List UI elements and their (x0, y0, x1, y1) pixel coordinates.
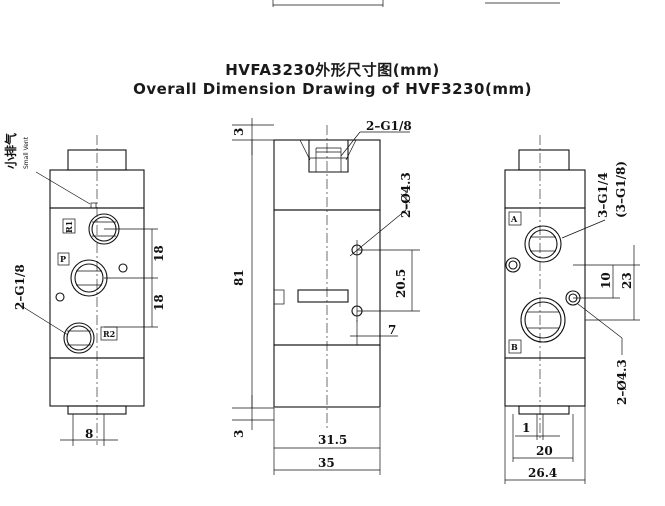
left-side-port-label: 2–G1/8 (13, 264, 27, 310)
top-remnant (272, 0, 560, 7)
dim-10: 10 (599, 272, 613, 289)
right-port-label-alt: (3–G1/8) (614, 161, 628, 218)
center-view (232, 118, 420, 475)
dim-18-top: 18 (152, 245, 166, 262)
right-hole-label: 2–Ø4.3 (615, 359, 629, 405)
title-english: Overall Dimension Drawing of HVF3230(mm) (133, 80, 532, 98)
port-label-a: A (510, 214, 518, 224)
dim-20: 20 (536, 444, 553, 458)
right-view (504, 135, 640, 484)
dim-3-bottom: 3 (232, 430, 246, 438)
vent-label-cn: 小排气 (3, 133, 18, 169)
top-port-label: 2–G1/8 (366, 119, 412, 133)
right-port-label: 3–G1/4 (596, 172, 610, 218)
dim-18-bottom: 18 (152, 294, 166, 311)
port-label-r1: R1 (64, 221, 74, 233)
dim-1: 1 (522, 421, 530, 435)
left-view (19, 135, 158, 446)
dim-8: 8 (85, 427, 93, 441)
port-label-r2: R2 (103, 329, 115, 339)
dim-35: 35 (318, 456, 335, 470)
port-label-b: B (511, 342, 518, 352)
port-label-p: P (60, 254, 66, 264)
title-chinese: HVFA3230外形尺寸图(mm) (225, 61, 440, 79)
center-hole-label: 2–Ø4.3 (399, 172, 413, 218)
vent-label-en: Small Vent (23, 136, 30, 169)
dim-20-5: 20.5 (394, 269, 408, 298)
dim-81: 81 (232, 269, 246, 286)
dim-7: 7 (388, 323, 396, 337)
dim-23: 23 (620, 272, 634, 289)
dim-26-4: 26.4 (528, 466, 557, 480)
dim-3-top: 3 (232, 128, 246, 136)
dim-31-5: 31.5 (318, 433, 347, 447)
